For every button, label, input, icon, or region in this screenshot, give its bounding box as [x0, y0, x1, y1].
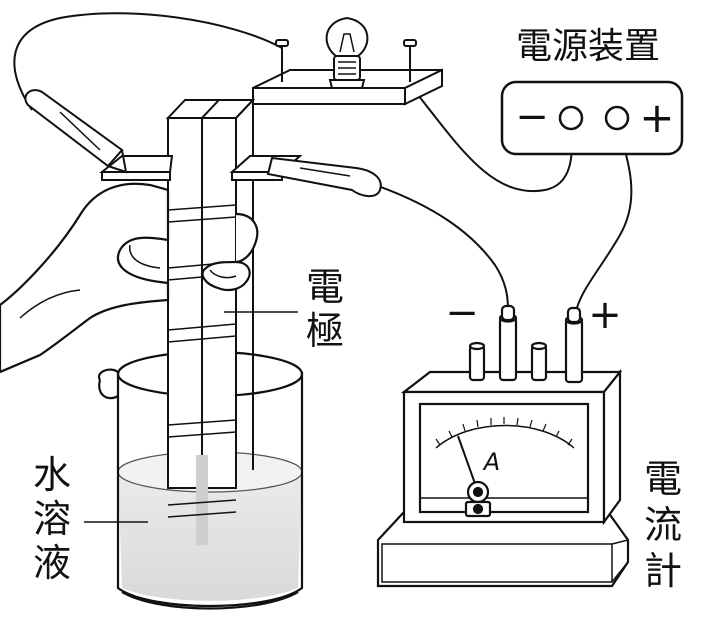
solution-label-3: 液: [33, 541, 71, 585]
wires: [13, 12, 633, 316]
ammeter-terminals: [468, 304, 584, 384]
ammeter: A: [376, 304, 630, 588]
alligator-clips: [24, 89, 382, 197]
power-plus-terminal: [604, 105, 630, 131]
solution-label-1: 水: [33, 453, 71, 497]
ammeter-label-1: 電: [644, 457, 682, 501]
power-supply: 電源装置 − +: [500, 26, 684, 156]
electrode-left: [167, 117, 203, 489]
ammeter-plus-sign: +: [588, 292, 622, 338]
wire-clip-to-ammeter-minus: [377, 185, 509, 311]
wire-left-clip-to-lamp: [13, 12, 283, 111]
ammeter-minus-terminal: [498, 316, 518, 382]
text-labels: 電 極 水 溶 液 電 流 計 − +: [33, 265, 682, 593]
power-minus-terminal: [558, 105, 584, 131]
ammeter-plus-terminal: [564, 318, 584, 384]
lamp-board: [252, 16, 443, 106]
electrode-label-1: 電: [306, 265, 344, 309]
power-plus-sign: +: [639, 93, 674, 142]
solution-liquid: [118, 456, 302, 601]
electrode-right: [201, 117, 237, 489]
hand: [0, 182, 259, 374]
ammeter-label-3: 計: [644, 549, 682, 593]
electrode-label-2: 極: [306, 309, 344, 353]
lamp-bulb: [325, 16, 369, 57]
wire-lamp-to-power-minus: [409, 84, 574, 193]
leader-lines: [84, 311, 298, 523]
clip-left: [24, 89, 124, 168]
electrodes: [165, 99, 256, 545]
ammeter-minus-sign: −: [445, 290, 479, 336]
power-supply-label: 電源装置: [516, 26, 660, 67]
ammeter-label-2: 流: [644, 503, 682, 547]
clip-right: [266, 156, 382, 197]
solution-label-2: 溶: [33, 497, 71, 541]
wire-power-plus-to-ammeter-plus: [574, 127, 633, 316]
meter-unit-label: A: [482, 448, 500, 476]
power-minus-sign: −: [515, 94, 549, 140]
